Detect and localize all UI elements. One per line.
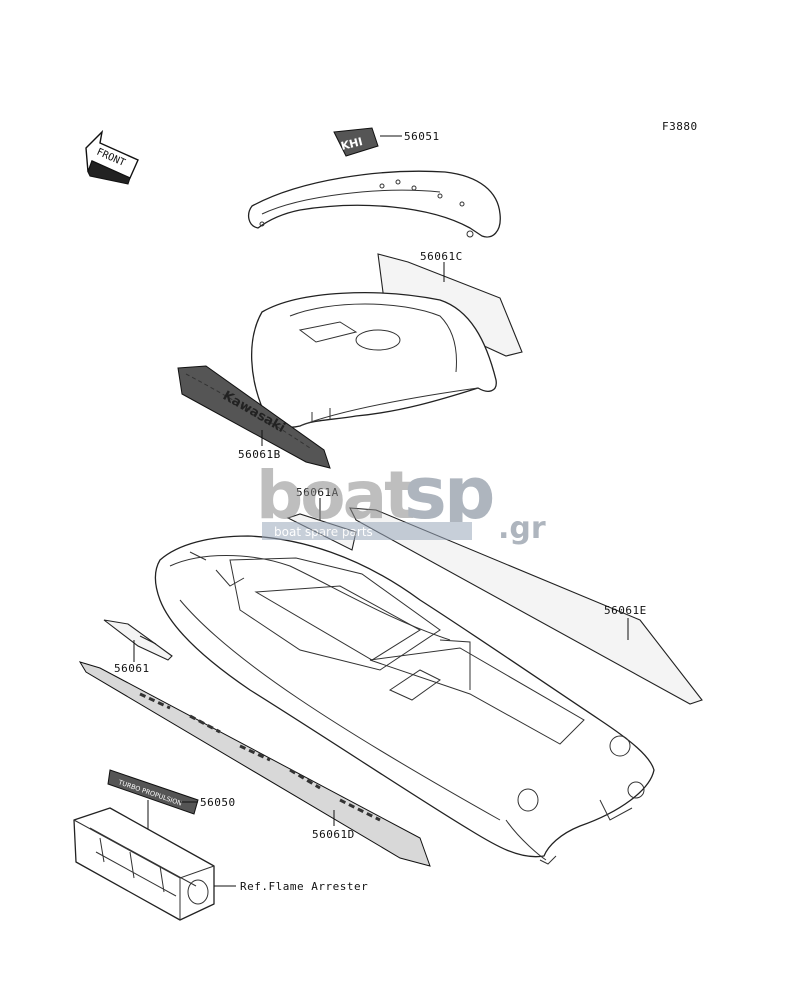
flame-arrester xyxy=(73,807,215,921)
hull-body xyxy=(154,535,655,865)
part-label-56061E: 56061E xyxy=(604,604,647,617)
watermark-logo: boat sp .gr boat spare parts xyxy=(256,451,546,546)
part-label-56050: 56050 xyxy=(200,796,236,809)
decal-56061D xyxy=(78,661,431,867)
storage-bin xyxy=(250,292,497,428)
part-label-56061D: 56061D xyxy=(312,828,355,841)
watermark-tagline: boat spare parts xyxy=(274,525,373,539)
part-label-56061B: 56061B xyxy=(238,448,281,461)
decal-56050: TURBO PROPULSION xyxy=(107,769,199,815)
front-arrow-icon: FRONT xyxy=(85,129,139,185)
watermark-suffix: .gr xyxy=(498,511,546,546)
logo-decal-text: KHI xyxy=(340,135,364,153)
part-label-56051: 56051 xyxy=(404,130,440,143)
part-label-56061A: 56061A xyxy=(296,486,339,499)
hood-cover xyxy=(247,170,501,238)
decal-56051: KHI xyxy=(333,127,379,157)
watermark-boat: boat xyxy=(256,457,415,534)
reference-label: Ref.Flame Arrester xyxy=(240,880,368,893)
part-label-56061: 56061 xyxy=(114,662,150,675)
decal-56061E xyxy=(349,507,703,705)
figure-code: F3880 xyxy=(662,120,698,133)
decal-56061 xyxy=(103,619,173,661)
part-label-56061C: 56061C xyxy=(420,250,463,263)
watermark-sp: sp xyxy=(404,451,493,535)
watermark-tagline-bar xyxy=(262,522,472,540)
